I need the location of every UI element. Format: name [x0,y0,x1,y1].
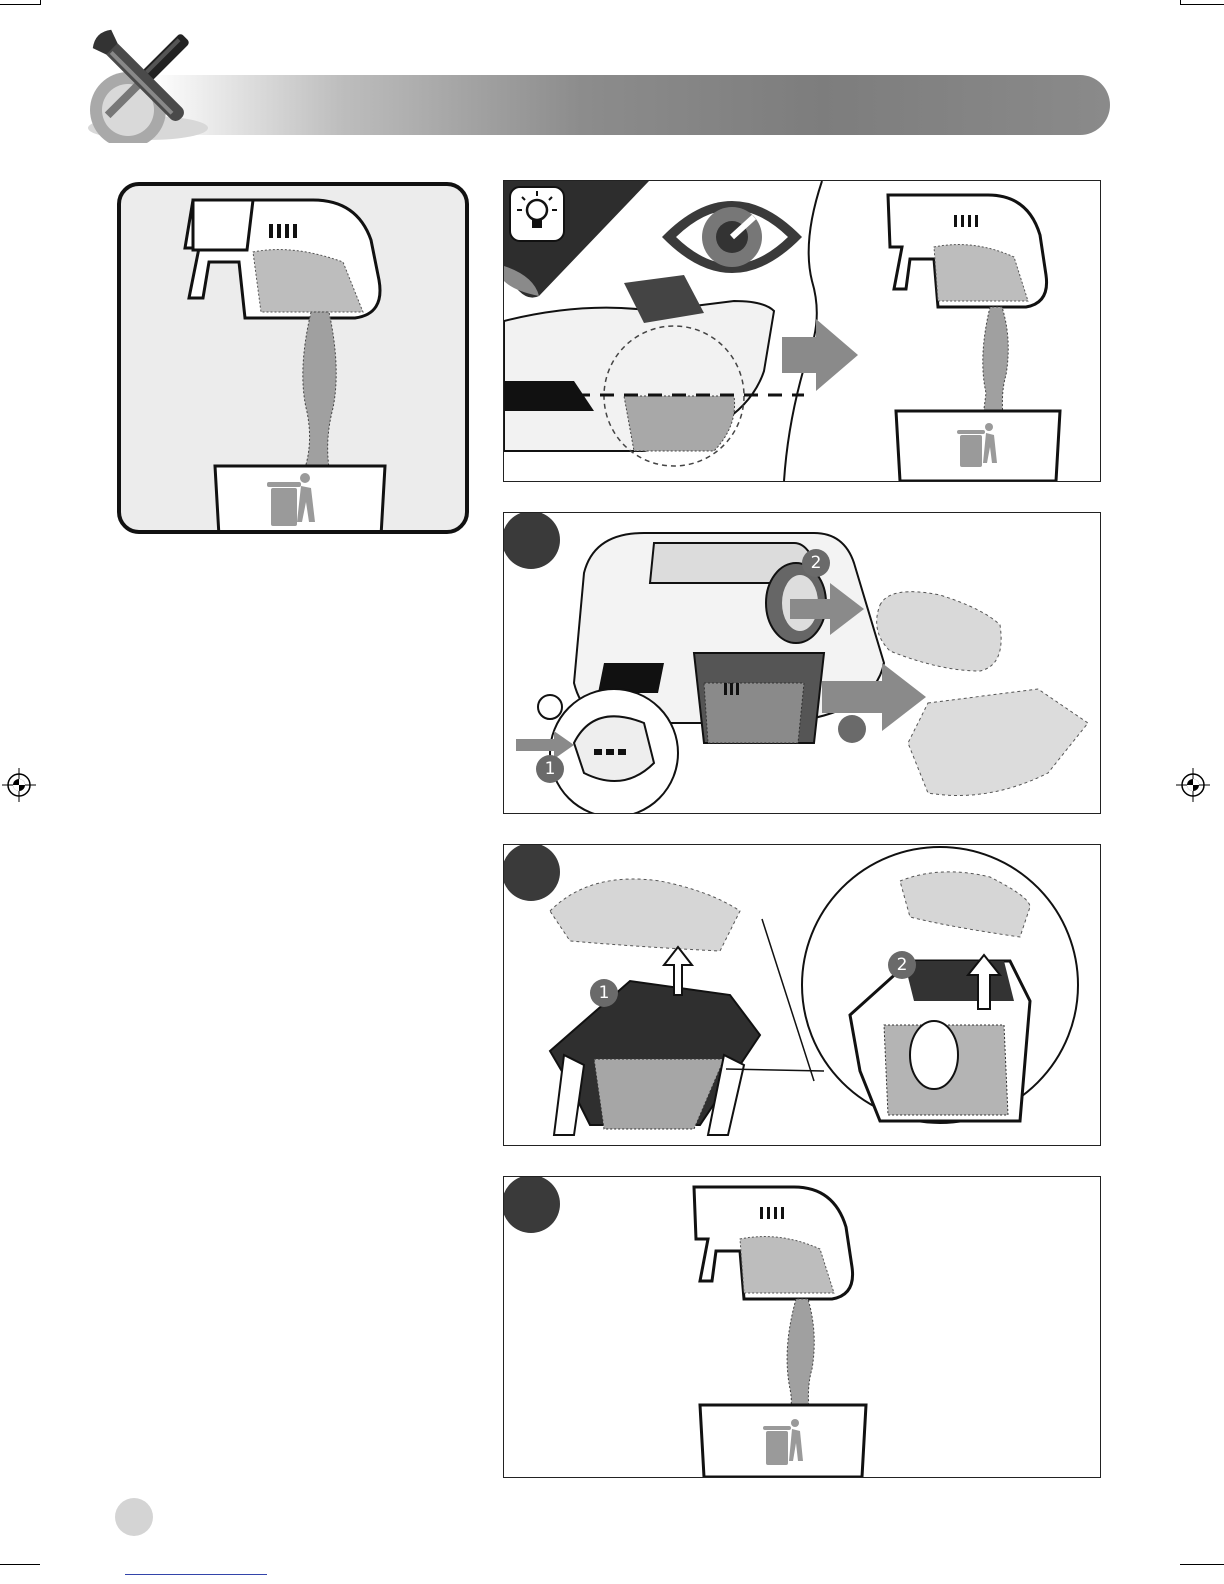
callout-number: 2 [888,951,916,979]
step-empty-dust-panel [503,1176,1101,1478]
tip-panel [503,180,1101,482]
page-number-badge [115,1498,153,1536]
crop-mark-bottom-left [0,1564,40,1566]
footer-rule [125,1574,267,1575]
callout-number-blank [838,715,866,743]
eye-icon [662,201,802,273]
empty-dust-container-panel [117,182,469,534]
crop-mark-bottom-right [1180,1564,1224,1566]
step-badge [503,844,560,901]
step-remove-container-panel: 1 2 [503,512,1101,814]
section-header-bar [150,75,1110,135]
step-remove-filters-panel: 1 2 [503,844,1101,1146]
callout-number: 1 [590,979,618,1007]
empty-container-illustration [121,186,465,530]
crop-mark-top-right [1180,0,1224,5]
tools-icon [78,18,208,143]
crop-mark-top-left [0,0,41,5]
trash-bin-icon [760,1417,810,1473]
step-badge [503,512,560,569]
callout-number: 2 [802,549,830,577]
callout-number: 1 [536,755,564,783]
registration-mark-right [1176,768,1210,802]
lightbulb-icon [510,187,564,241]
registration-mark-left [2,768,36,802]
step-badge [503,1176,560,1233]
